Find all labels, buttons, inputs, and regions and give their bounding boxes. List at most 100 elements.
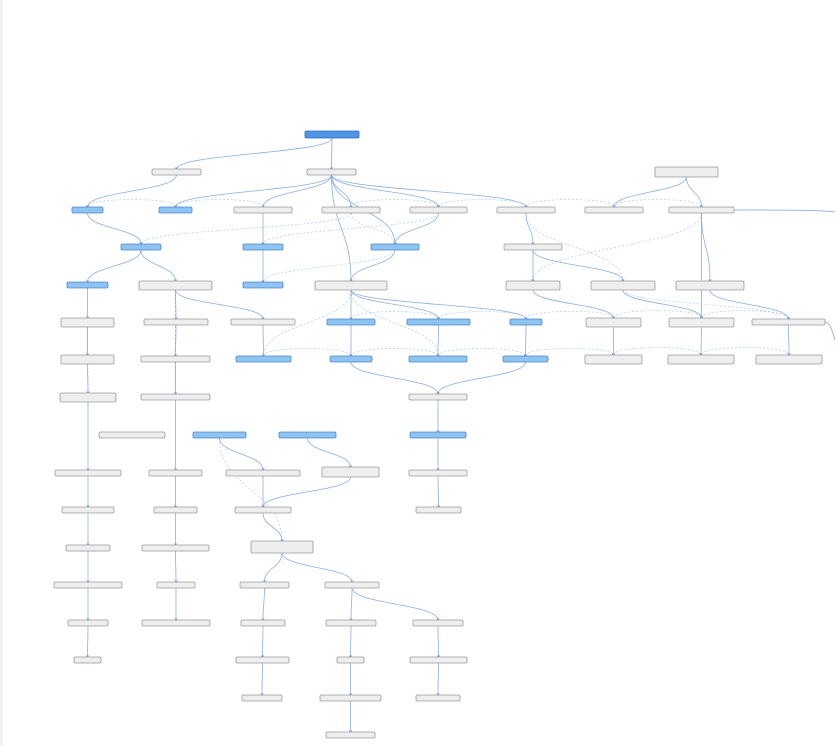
graph-node-h2[interactable] — [192, 431, 247, 439]
graph-node-box[interactable] — [242, 281, 284, 289]
graph-node-g2[interactable] — [140, 393, 211, 401]
graph-node-f6[interactable] — [502, 355, 549, 363]
graph-node-box[interactable] — [409, 206, 468, 214]
graph-node-c4[interactable] — [503, 243, 563, 251]
graph-node-m5[interactable] — [412, 619, 464, 627]
graph-node-box[interactable] — [314, 280, 388, 291]
graph-node-e1[interactable] — [60, 317, 115, 328]
graph-node-b4[interactable] — [321, 206, 381, 214]
graph-node-box[interactable] — [234, 506, 292, 514]
graph-node-box[interactable] — [408, 469, 468, 477]
graph-node-box[interactable] — [755, 354, 823, 365]
graph-node-g3[interactable] — [408, 393, 468, 401]
graph-node-o2[interactable] — [319, 694, 382, 702]
graph-node-n1[interactable] — [73, 656, 102, 664]
graph-node-box[interactable] — [415, 506, 462, 514]
graph-node-b8[interactable] — [668, 206, 735, 214]
graph-node-h4[interactable] — [409, 431, 467, 439]
graph-node-e6[interactable] — [509, 318, 543, 326]
graph-node-box[interactable] — [73, 656, 102, 664]
graph-node-box[interactable] — [502, 355, 549, 363]
graph-node-box[interactable] — [59, 392, 117, 403]
graph-node-box[interactable] — [751, 318, 826, 326]
graph-node-n2[interactable] — [235, 656, 290, 664]
graph-node-i1[interactable] — [54, 469, 122, 477]
graph-node-box[interactable] — [54, 469, 122, 477]
graph-node-box[interactable] — [53, 581, 123, 589]
graph-node-box[interactable] — [153, 506, 198, 514]
graph-node-c3[interactable] — [370, 243, 420, 251]
graph-node-box[interactable] — [321, 466, 380, 478]
graph-node-box[interactable] — [239, 581, 290, 589]
graph-node-box[interactable] — [225, 469, 301, 477]
graph-node-m2[interactable] — [141, 619, 211, 627]
graph-node-b2[interactable] — [158, 206, 193, 214]
graph-node-box[interactable] — [409, 431, 467, 439]
graph-node-box[interactable] — [138, 280, 213, 291]
graph-node-h3[interactable] — [278, 431, 337, 439]
graph-node-box[interactable] — [120, 243, 162, 251]
graph-node-box[interactable] — [408, 355, 468, 363]
graph-node-a1[interactable] — [151, 168, 202, 176]
graph-node-l3[interactable] — [239, 581, 290, 589]
graph-node-box[interactable] — [325, 619, 377, 627]
graph-node-f5[interactable] — [408, 355, 468, 363]
graph-node-n4[interactable] — [409, 656, 468, 664]
graph-node-e7[interactable] — [585, 317, 642, 328]
graph-node-box[interactable] — [585, 317, 642, 328]
graph-node-f7[interactable] — [584, 354, 643, 365]
graph-node-d4[interactable] — [314, 280, 388, 291]
graph-node-box[interactable] — [496, 206, 556, 214]
graph-node-l4[interactable] — [324, 581, 380, 589]
graph-node-box[interactable] — [325, 731, 376, 739]
graph-node-f4[interactable] — [329, 355, 373, 363]
graph-node-f9[interactable] — [755, 354, 823, 365]
graph-node-box[interactable] — [65, 544, 111, 552]
graph-node-box[interactable] — [326, 318, 376, 326]
graph-node-box[interactable] — [140, 355, 211, 363]
graph-node-box[interactable] — [61, 506, 115, 514]
graph-node-box[interactable] — [406, 318, 471, 326]
graph-node-box[interactable] — [158, 206, 193, 214]
graph-node-d5[interactable] — [505, 280, 561, 291]
graph-node-d3[interactable] — [242, 281, 284, 289]
graph-node-e4[interactable] — [326, 318, 376, 326]
graph-node-box[interactable] — [306, 168, 357, 176]
graph-node-box[interactable] — [250, 540, 314, 554]
graph-node-box[interactable] — [590, 280, 656, 291]
graph-node-e5[interactable] — [406, 318, 471, 326]
graph-node-i4[interactable] — [321, 466, 380, 478]
graph-node-o1[interactable] — [241, 694, 283, 702]
graph-node-f8[interactable] — [667, 354, 735, 365]
graph-node-box[interactable] — [235, 355, 292, 363]
graph-node-i3[interactable] — [225, 469, 301, 477]
graph-node-l2[interactable] — [156, 581, 196, 589]
graph-node-box[interactable] — [304, 130, 360, 139]
graph-node-box[interactable] — [278, 431, 337, 439]
graph-node-box[interactable] — [192, 431, 247, 439]
graph-node-box[interactable] — [509, 318, 543, 326]
graph-node-m3[interactable] — [240, 619, 286, 627]
graph-node-e3[interactable] — [230, 318, 296, 326]
graph-node-box[interactable] — [584, 206, 644, 214]
graph-node-box[interactable] — [233, 206, 293, 214]
graph-node-box[interactable] — [235, 656, 290, 664]
graph-node-e2[interactable] — [143, 318, 209, 326]
graph-node-box[interactable] — [503, 243, 563, 251]
graph-node-b1[interactable] — [71, 206, 104, 214]
graph-node-d6[interactable] — [590, 280, 656, 291]
graph-node-box[interactable] — [71, 206, 104, 214]
graph-node-box[interactable] — [319, 694, 382, 702]
graph-node-box[interactable] — [241, 694, 283, 702]
graph-node-b5[interactable] — [409, 206, 468, 214]
graph-node-a2[interactable] — [306, 168, 357, 176]
graph-node-d2[interactable] — [138, 280, 213, 291]
graph-node-j2[interactable] — [153, 506, 198, 514]
graph-node-box[interactable] — [98, 431, 166, 439]
graph-node-box[interactable] — [667, 354, 735, 365]
graph-node-box[interactable] — [329, 355, 373, 363]
graph-node-i5[interactable] — [408, 469, 468, 477]
graph-node-box[interactable] — [141, 544, 210, 552]
graph-node-k1[interactable] — [65, 544, 111, 552]
graph-node-box[interactable] — [654, 166, 719, 178]
